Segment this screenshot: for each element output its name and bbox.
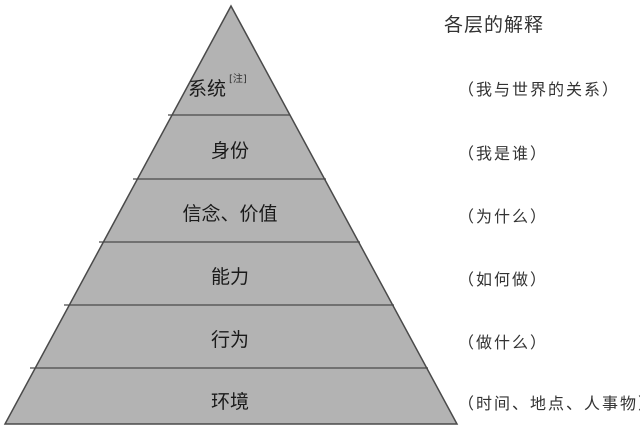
level-label-system: 系统: [188, 78, 226, 100]
level-label-identity: 身份: [211, 140, 249, 162]
level-label-behavior: 行为: [211, 329, 249, 351]
explanation-identity: （我是谁）: [458, 144, 549, 163]
pyramid-shape: [3, 4, 459, 425]
explanation-capability: （如何做）: [458, 270, 549, 289]
explanations-title: 各层的解释: [444, 14, 545, 36]
explanation-behavior: （做什么）: [458, 333, 549, 352]
explanation-system: （我与世界的关系）: [458, 80, 621, 99]
explanation-environment: （时间、地点、人事物）: [458, 394, 640, 413]
level-label-capability: 能力: [211, 266, 249, 288]
level-label-environment: 环境: [211, 391, 249, 413]
level-label-beliefs-values: 信念、价值: [182, 202, 277, 225]
level-note-system: [注]: [229, 72, 247, 85]
explanation-beliefs-values: （为什么）: [458, 207, 549, 226]
